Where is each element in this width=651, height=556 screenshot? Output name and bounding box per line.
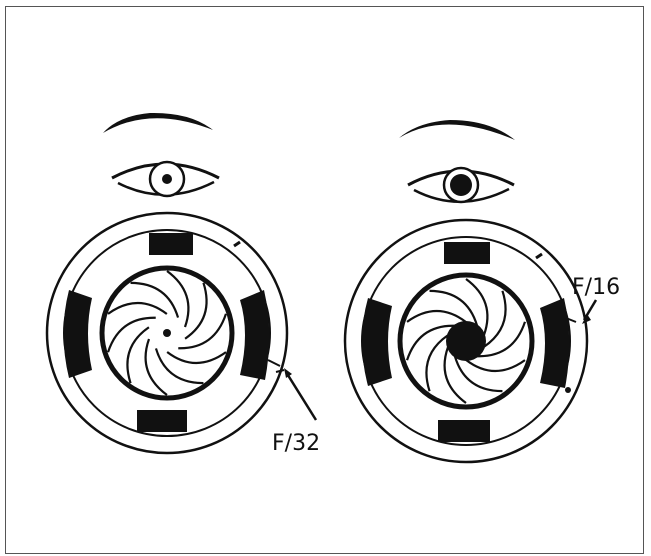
left-aperture-label: F/32	[272, 431, 320, 456]
left-lens-diaphragm: F/32	[47, 213, 320, 456]
right-aperture-label: F/16	[572, 275, 620, 300]
left-eye	[103, 113, 219, 196]
left-lens-aperture-small	[163, 329, 171, 337]
right-eyebrow	[399, 120, 515, 140]
right-lens-grip-right	[540, 298, 569, 388]
left-pointer-arrow	[286, 372, 316, 420]
right-lens-aperture-large	[446, 321, 486, 361]
left-eye-pupil-small	[162, 174, 172, 184]
left-lens-grip-top	[149, 233, 193, 255]
right-eye	[399, 120, 515, 202]
right-lens-grip-top	[444, 242, 490, 264]
left-lens-grip-left	[64, 290, 93, 378]
left-eyebrow	[103, 113, 213, 133]
right-lens-grip-bottom	[438, 420, 490, 442]
left-lens-grip-right	[240, 290, 269, 380]
left-lens-grip-bottom	[137, 410, 187, 432]
right-lens-grip-left	[362, 298, 392, 386]
right-eye-pupil-large	[450, 174, 472, 196]
right-lens-diaphragm: F/16	[345, 220, 620, 462]
